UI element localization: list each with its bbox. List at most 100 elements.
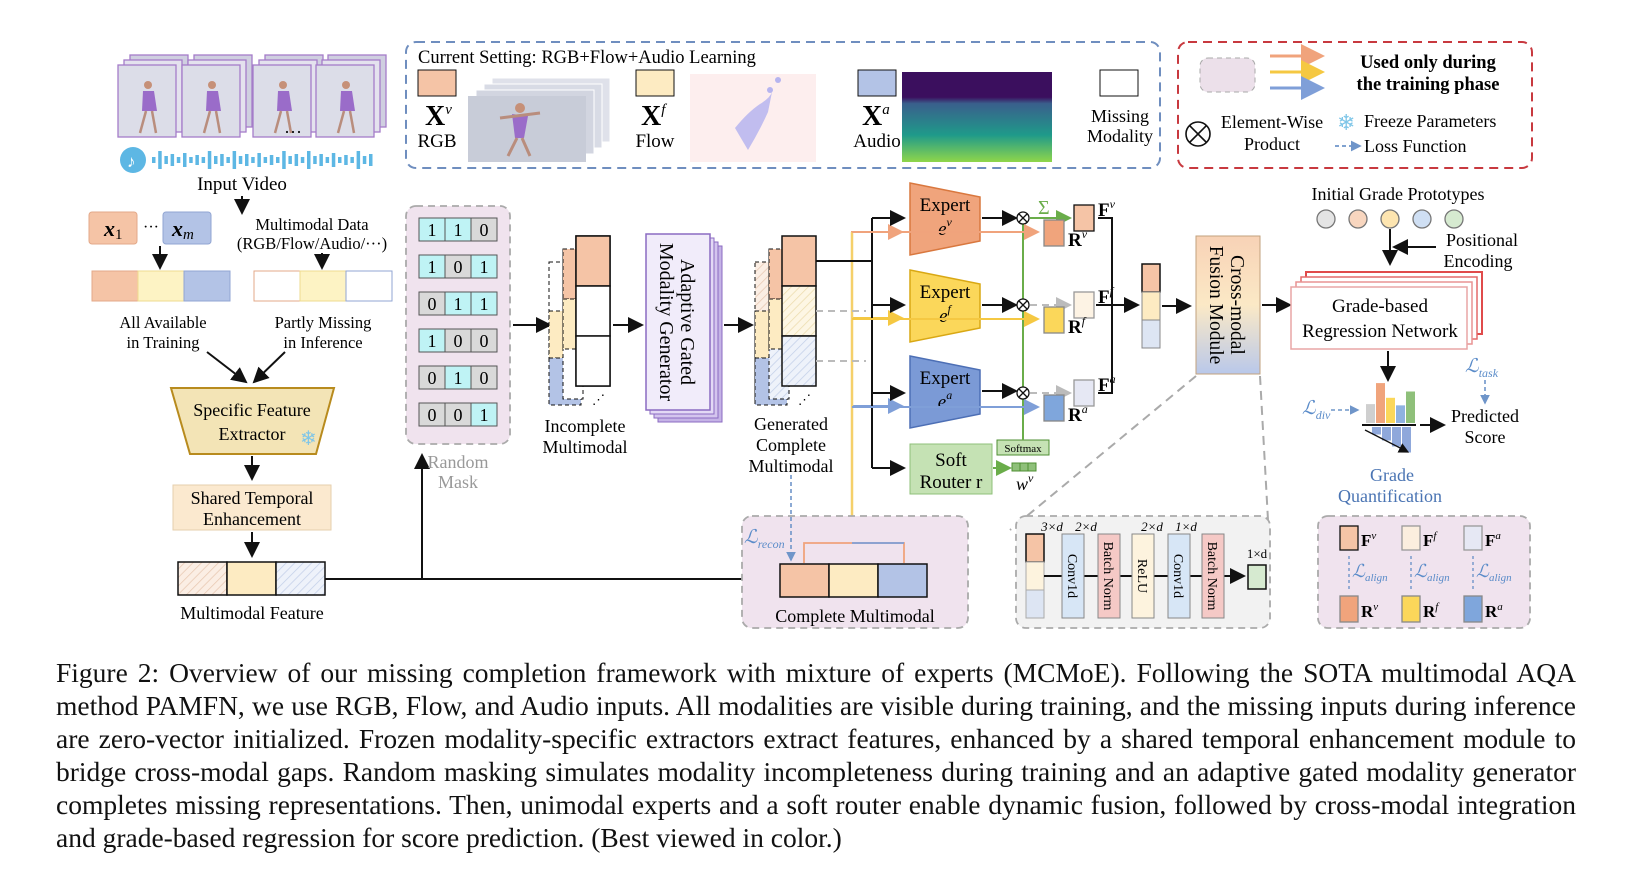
R-box bbox=[1043, 219, 1065, 247]
waveform-bar bbox=[164, 156, 168, 164]
cross-modal-fusion-module: Cross-modal Fusion Module bbox=[1195, 235, 1261, 375]
waveform-bar bbox=[369, 154, 373, 166]
quantized-bar bbox=[1392, 427, 1401, 447]
fusion-layer-label: Batch Norm bbox=[1204, 542, 1219, 611]
waveform-bar bbox=[214, 156, 218, 164]
generated-complete-stack: ⋰ bbox=[754, 235, 817, 407]
waveform-bar bbox=[276, 157, 280, 163]
framework-diagram: ··· ♪ Input Video x1 ··· xm Multimodal D… bbox=[88, 41, 1533, 629]
mask-value: 0 bbox=[454, 331, 463, 351]
svg-text:Extractor: Extractor bbox=[219, 424, 286, 444]
current-setting-panel: Current Setting: RGB+Flow+Audio Learning… bbox=[405, 41, 1161, 169]
skater-head bbox=[208, 81, 216, 89]
svg-text:Soft: Soft bbox=[935, 450, 967, 471]
mask-value: 1 bbox=[454, 294, 463, 314]
mask-value: 0 bbox=[480, 331, 489, 351]
expert-shape bbox=[909, 355, 981, 429]
skater-body bbox=[340, 91, 355, 111]
svg-text:Specific Feature: Specific Feature bbox=[193, 400, 310, 420]
waveform-bar bbox=[294, 154, 299, 166]
svg-text:Cross-modal: Cross-modal bbox=[1226, 255, 1247, 355]
skater-head bbox=[342, 81, 350, 89]
grade-prototype bbox=[1348, 209, 1368, 229]
rgb-frames-image bbox=[468, 77, 611, 162]
svg-text:Used only during: Used only during bbox=[1360, 53, 1496, 73]
align-R-box bbox=[1463, 595, 1483, 623]
skater-leg bbox=[273, 110, 283, 134]
partly-missing-bar bbox=[253, 270, 393, 302]
skater-leg bbox=[150, 110, 158, 134]
svg-text:Encoding: Encoding bbox=[1444, 251, 1513, 271]
waveform-bar bbox=[183, 153, 187, 167]
svg-text:Multimodal: Multimodal bbox=[543, 437, 628, 457]
R-label: Ra bbox=[1068, 402, 1088, 426]
waveform-bar bbox=[331, 153, 336, 167]
svg-text:Enhancement: Enhancement bbox=[203, 509, 301, 529]
incomplete-multimodal-label: Incomplete bbox=[545, 416, 626, 436]
R-label: Rf bbox=[1068, 314, 1087, 338]
mask-cell bbox=[470, 254, 498, 279]
skater-leg bbox=[348, 110, 356, 134]
waveform-bar bbox=[307, 151, 311, 169]
F-label: Fv bbox=[1098, 197, 1116, 221]
skater-head bbox=[279, 81, 287, 89]
expert-symbol: ea bbox=[938, 388, 952, 413]
mask-cell bbox=[470, 217, 498, 242]
align-F-box bbox=[1463, 525, 1483, 551]
svg-text:Element-Wise: Element-Wise bbox=[1221, 112, 1323, 132]
waveform-bar bbox=[238, 156, 243, 164]
multimodal-feature-label: Multimodal Feature bbox=[180, 603, 323, 623]
grade-prototype bbox=[1380, 209, 1400, 229]
waveform-bar bbox=[195, 155, 199, 165]
skater-leg bbox=[336, 110, 346, 134]
svg-text:Complete: Complete bbox=[756, 435, 826, 455]
soft-router: Soft Router r bbox=[909, 443, 993, 495]
svg-text:Loss Function: Loss Function bbox=[1364, 136, 1467, 156]
div-loss: ℒdiv bbox=[1302, 398, 1331, 422]
waveform-bar bbox=[251, 157, 255, 163]
skater-body bbox=[142, 91, 157, 111]
sigma-symbol: Σ bbox=[1038, 197, 1050, 219]
F-box bbox=[1073, 204, 1095, 232]
svg-text:Freeze Parameters: Freeze Parameters bbox=[1364, 111, 1496, 131]
positional-encoding-label: Positional bbox=[1446, 230, 1518, 250]
expert-symbol: ef bbox=[939, 302, 952, 327]
waveform-bar bbox=[257, 153, 261, 167]
svg-text:Random: Random bbox=[428, 452, 489, 472]
grade-prototype bbox=[1412, 209, 1432, 229]
waveform-bar bbox=[207, 151, 212, 169]
grade-quantification-label: Grade bbox=[1370, 465, 1414, 485]
waveform-bar bbox=[220, 154, 224, 166]
svg-text:Modality Generator: Modality Generator bbox=[655, 243, 677, 402]
svg-text:1×d: 1×d bbox=[1247, 546, 1268, 561]
snowflake-icon: ❄ bbox=[1337, 110, 1355, 135]
waveform-bar bbox=[338, 157, 342, 163]
mask-value: 1 bbox=[480, 405, 489, 425]
grade-bar bbox=[1366, 404, 1375, 423]
skater-leg bbox=[138, 110, 148, 134]
xm-box bbox=[162, 211, 212, 245]
waveform-bar bbox=[288, 156, 292, 164]
quantized-bar bbox=[1372, 427, 1381, 435]
fusion-layer-label: Conv1d bbox=[1064, 554, 1079, 598]
skater-leg bbox=[285, 110, 293, 134]
svg-text:Xv: Xv bbox=[425, 101, 452, 132]
svg-text:Score: Score bbox=[1465, 427, 1506, 447]
waveform-bar bbox=[356, 151, 361, 169]
svg-text:in Inference: in Inference bbox=[283, 333, 362, 352]
mask-cell bbox=[470, 291, 498, 316]
fusion-layer-label: Conv1d bbox=[1170, 554, 1185, 598]
align-R-box bbox=[1401, 595, 1421, 623]
element-wise-product-icon bbox=[1185, 121, 1211, 147]
mask-value: 1 bbox=[454, 368, 463, 388]
grade-based-regression-network: Grade-based Regression Network bbox=[1290, 271, 1483, 350]
waveform-bar bbox=[170, 154, 175, 166]
waveform-bar bbox=[362, 156, 367, 164]
fusion-layer-label: ReLU bbox=[1134, 559, 1149, 593]
mask-value: 1 bbox=[454, 220, 463, 240]
waveform-bar bbox=[201, 157, 206, 163]
